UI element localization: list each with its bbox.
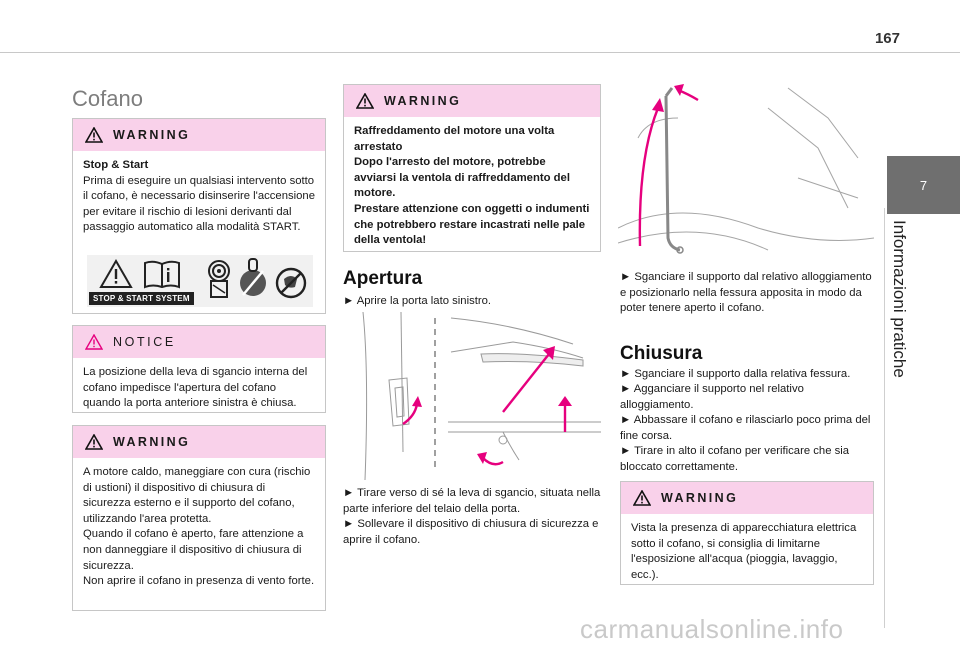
apertura-step-1: ► Aprire la porta lato sinistro. xyxy=(343,295,492,307)
warning-icon xyxy=(633,490,651,506)
belt-icon xyxy=(208,260,230,298)
warning-header: WARNING xyxy=(621,482,873,514)
heading-apertura: Apertura xyxy=(343,268,423,289)
page-number: 167 xyxy=(874,30,900,47)
apertura-step-3: ► Sollevare il dispositivo di chiusura d… xyxy=(343,518,599,546)
chapter-divider xyxy=(884,208,885,628)
apertura-step-2: ► Tirare verso di sé la leva di sgancio,… xyxy=(343,487,601,515)
warning-body: Vista la presenza di apparecchiatura ele… xyxy=(631,522,857,581)
warning-cooling-fan: WARNING Raffreddamento del motore una vo… xyxy=(343,84,601,252)
warning-icon xyxy=(356,93,374,109)
chapter-title: Informazioni pratiche xyxy=(890,220,909,378)
warning-header: WARNING xyxy=(73,426,325,458)
warning-header: WARNING xyxy=(73,119,325,151)
chiusura-step-1: ► Sganciare il supporto dalla relativa f… xyxy=(620,368,851,380)
header-rule xyxy=(0,52,960,53)
warning-body: Raffreddamento del motore una volta arre… xyxy=(354,125,590,247)
heading-chiusura: Chiusura xyxy=(620,343,703,364)
no-fan-icon xyxy=(275,267,307,299)
notice-header: NOTICE xyxy=(73,326,325,358)
warning-icon xyxy=(85,127,103,143)
warning-body: Stop & Start Prima di eseguire un qualsi… xyxy=(83,159,315,234)
warning-body: A motore caldo, maneggiare con cura (ris… xyxy=(83,466,315,588)
warning-icon xyxy=(85,434,103,450)
notice-body: La posizione della leva di sgancio inter… xyxy=(83,366,308,410)
col3-step-1: ► Sganciare il supporto dal relativo all… xyxy=(620,271,872,315)
chiusura-step-4: ► Tirare in alto il cofano per verificar… xyxy=(620,445,850,473)
chiusura-step-3: ► Abbassare il cofano e rilasciarlo poco… xyxy=(620,414,871,442)
watermark: carmanualsonline.info xyxy=(580,614,844,644)
warning-electrical: WARNING Vista la presenza di apparecchia… xyxy=(620,481,874,585)
warning-stop-start: WARNING Stop & Start Prima di eseguire u… xyxy=(72,118,326,314)
section-title: Cofano xyxy=(72,86,143,111)
chiusura-step-2: ► Agganciare il supporto nel relativo al… xyxy=(620,383,804,411)
stop-start-badge: STOP & START SYSTEM xyxy=(89,292,194,305)
illustration-hood-prop-rod xyxy=(618,84,874,254)
warning-triangle-icon xyxy=(99,259,133,288)
chapter-tab[interactable]: 7 xyxy=(887,156,960,214)
notice-release-lever: NOTICE La posizione della leva di sganci… xyxy=(72,325,326,413)
manual-book-icon xyxy=(144,260,180,289)
no-hand-icon xyxy=(240,258,266,296)
warning-hot-engine: WARNING A motore caldo, maneggiare con c… xyxy=(72,425,326,611)
warning-header: WARNING xyxy=(344,85,600,117)
illustration-hood-release xyxy=(362,312,601,480)
stop-start-pictograms: STOP & START SYSTEM xyxy=(87,255,313,307)
notice-icon xyxy=(85,334,103,350)
